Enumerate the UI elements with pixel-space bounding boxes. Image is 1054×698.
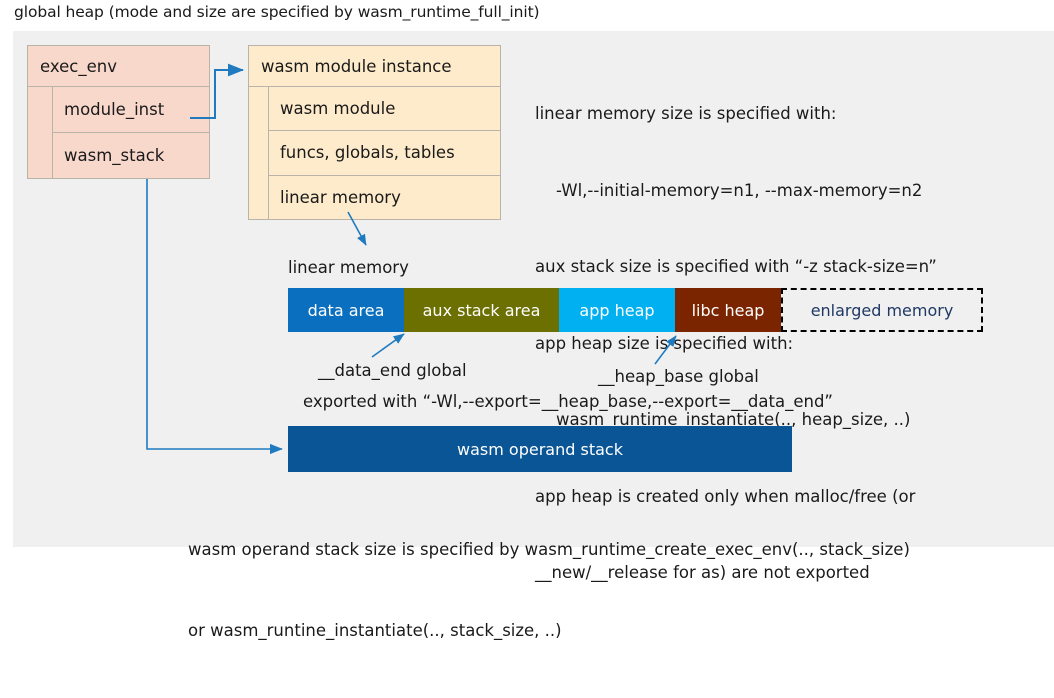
wasm-module-instance-header: wasm module instance <box>249 46 500 87</box>
exec-env-body: module_inst wasm_stack <box>28 87 209 178</box>
note-line-2: -Wl,--initial-memory=n1, --max-memory=n2 <box>535 180 923 200</box>
segment-enlarged-memory: enlarged memory <box>781 288 983 332</box>
annotation-exported-with: exported with “-Wl,--export=__heap_base,… <box>303 392 833 411</box>
wasm-module-instance-body: wasm module funcs, globals, tables linea… <box>249 87 500 219</box>
memory-notes: linear memory size is specified with: -W… <box>535 50 937 637</box>
wasm-module-instance-gutter <box>249 87 269 219</box>
linear-memory-bar: data area aux stack area app heap libc h… <box>288 288 983 332</box>
row-wasm-module: wasm module <box>269 87 500 132</box>
row-linear-memory: linear memory <box>280 187 401 207</box>
exec-env-header: exec_env <box>28 46 209 87</box>
note-line-1: linear memory size is specified with: <box>535 104 837 123</box>
operand-stack-note-line-2: or wasm_runtine_instantiate(.., stack_si… <box>188 621 562 640</box>
exec-env-box: exec_env module_inst wasm_stack <box>27 45 210 179</box>
note-line-4: app heap size is specified with: <box>535 333 794 353</box>
note-line-3: aux stack size is specified with “-z sta… <box>535 257 937 276</box>
page-title: global heap (mode and size are specified… <box>14 3 540 21</box>
row-funcs-globals-tables: funcs, globals, tables <box>269 131 500 176</box>
exec-env-row-module-inst: module_inst <box>53 87 209 133</box>
exec-env-rows: module_inst wasm_stack <box>53 87 209 178</box>
operand-stack-note-line-1: wasm operand stack size is specified by … <box>188 540 910 559</box>
segment-libc-heap: libc heap <box>675 288 781 332</box>
segment-app-heap: app heap <box>559 288 675 332</box>
annotation-heap-base: __heap_base global <box>598 367 759 386</box>
exec-env-row-wasm-stack: wasm_stack <box>64 146 165 165</box>
diagram-root: global heap (mode and size are specified… <box>13 3 1054 640</box>
segment-data-area: data area <box>288 288 404 332</box>
wasm-module-instance-box: wasm module instance wasm module funcs, … <box>248 45 501 220</box>
exec-env-gutter <box>28 87 53 178</box>
note-line-6: app heap is created only when malloc/fre… <box>535 486 916 506</box>
note-line-5: wasm_runtime_instantiate(.., heap_size, … <box>535 410 911 429</box>
annotation-data-end: __data_end global <box>318 361 467 380</box>
segment-aux-stack-area: aux stack area <box>404 288 559 332</box>
operand-stack-note: wasm operand stack size is specified by … <box>188 482 910 698</box>
wasm-module-instance-rows: wasm module funcs, globals, tables linea… <box>269 87 500 219</box>
linear-memory-label: linear memory <box>288 258 409 277</box>
wasm-operand-stack-box: wasm operand stack <box>288 426 792 472</box>
